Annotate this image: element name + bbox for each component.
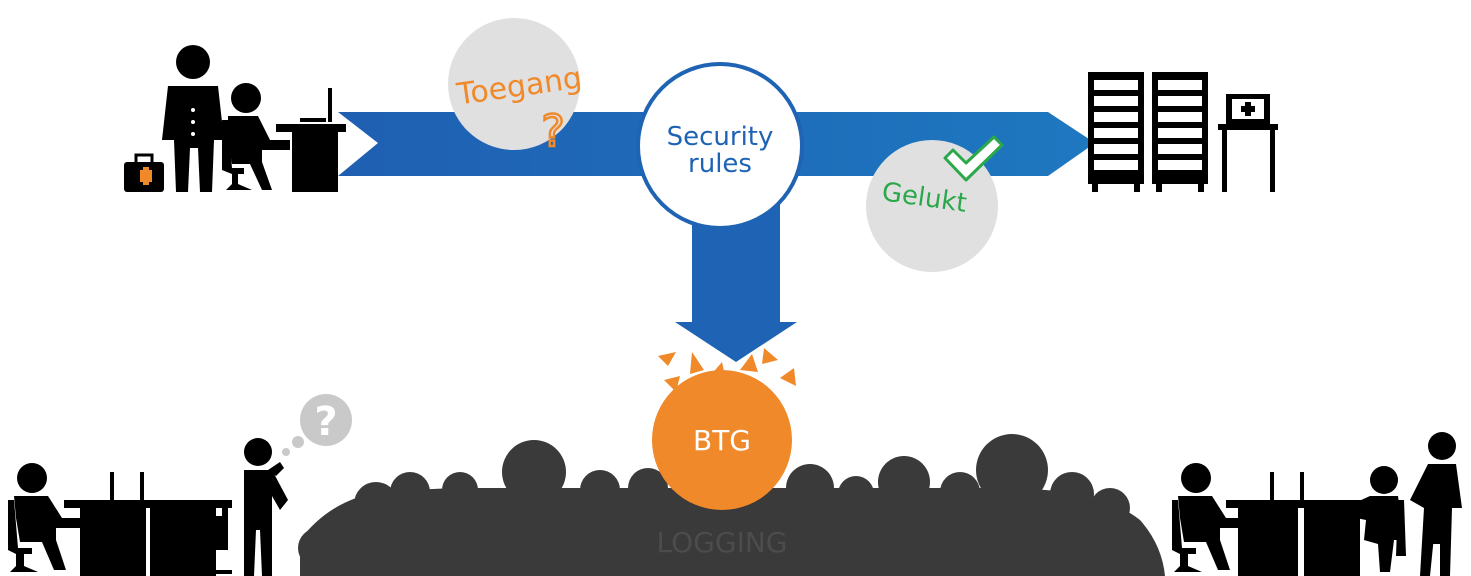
doctor-and-desk-user-icon <box>124 45 346 192</box>
medical-terminal-icon <box>1218 94 1278 192</box>
access-bubble <box>448 18 580 150</box>
thinking-person-icon <box>244 438 288 576</box>
server-racks-icon <box>1088 72 1208 192</box>
question-mark-icon: ? <box>541 106 564 157</box>
thought-bubble-icon: ? <box>282 394 352 456</box>
security-rules-label-2: rules <box>688 149 752 179</box>
security-rules-label-1: Security <box>667 122 774 152</box>
logging-cloud <box>298 434 1165 576</box>
btg-circle <box>652 370 792 510</box>
desk-workers-icon-right <box>1172 432 1462 576</box>
security-rules-circle <box>636 62 804 230</box>
desk-workers-icon <box>8 463 232 576</box>
logging-label: LOGGING <box>657 526 788 559</box>
check-mark-icon <box>943 135 1004 182</box>
btg-label: BTG <box>693 424 751 457</box>
question-mark-label: ? <box>314 399 337 445</box>
